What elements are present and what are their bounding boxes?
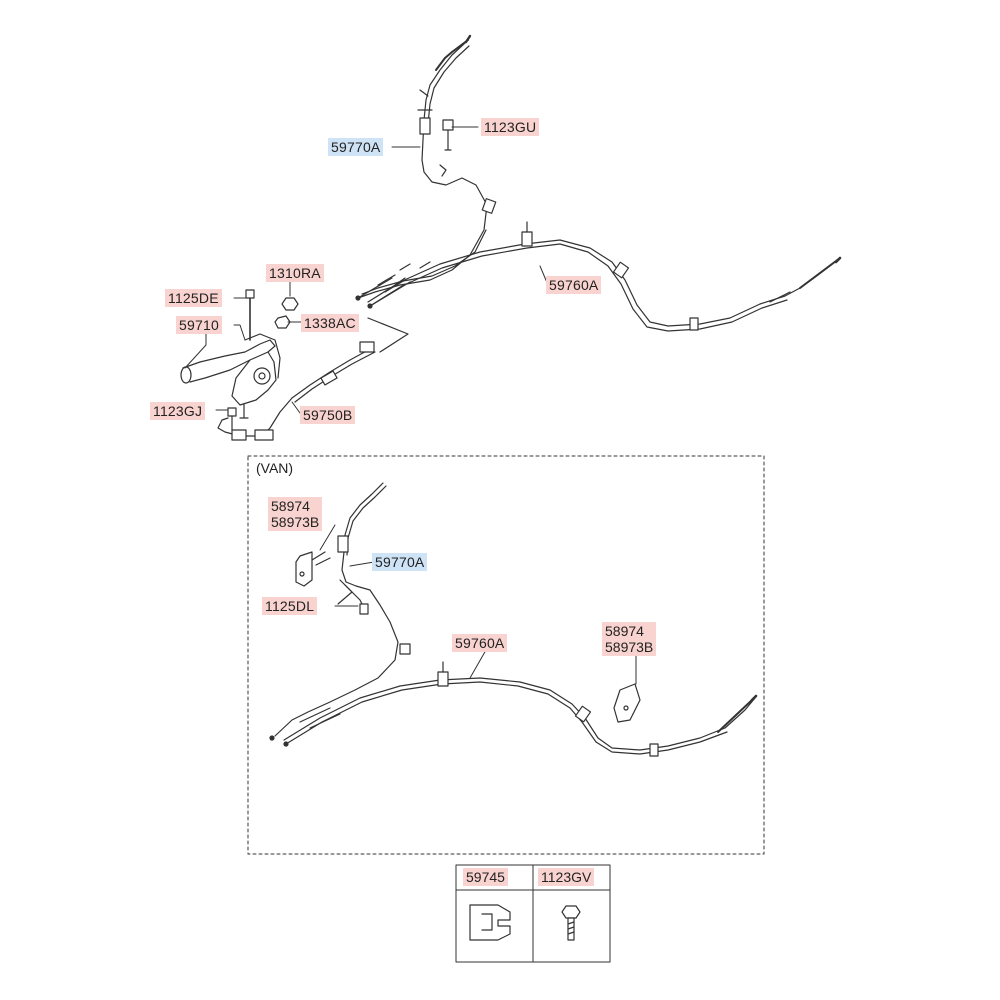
label-1310RA: 1310RA xyxy=(266,264,324,282)
bracket-58974-58973B-b xyxy=(613,683,641,723)
bolt-1125DL xyxy=(337,579,369,615)
front-cable-59770A-van xyxy=(274,482,411,737)
label-58974-58973B-a: 58974 58973B xyxy=(268,497,323,531)
label-59750B: 59750B xyxy=(300,406,356,424)
bracket-58974-58973B-a xyxy=(295,551,331,587)
lever-59710 xyxy=(180,289,281,419)
front-cable-59770A-top xyxy=(357,34,497,299)
label-58974: 58974 xyxy=(271,498,310,514)
label-59760A: 59760A xyxy=(546,276,602,294)
label-1338AC: 1338AC xyxy=(301,314,359,332)
bolt-1123GJ xyxy=(227,407,237,431)
label-58973B: 58973B xyxy=(271,514,320,530)
rear-cable-59760A-top xyxy=(367,221,842,332)
cable-59750B xyxy=(217,341,376,441)
label-58974-58973B-b: 58974 58973B xyxy=(602,622,657,656)
bolt-1123GV-icon xyxy=(561,905,581,941)
leader-lines-van xyxy=(319,524,637,685)
label-58974: 58974 xyxy=(605,623,644,639)
bolt-1123GU xyxy=(439,119,454,177)
van-caption: (VAN) xyxy=(256,460,294,476)
nut-1338AC xyxy=(274,315,291,329)
van-dashed-box xyxy=(247,455,765,855)
label-1123GJ: 1123GJ xyxy=(150,402,206,420)
label-59710: 59710 xyxy=(176,316,222,334)
label-59770A: 59770A xyxy=(328,138,384,156)
label-1123GU: 1123GU xyxy=(481,118,540,136)
label-1123GV: 1123GV xyxy=(538,868,595,886)
label-1125DE: 1125DE xyxy=(165,289,222,307)
label-59760A-van: 59760A xyxy=(452,634,508,652)
leader-lines-top xyxy=(184,126,549,414)
clip-59745-icon xyxy=(469,904,511,941)
label-59770A-van: 59770A xyxy=(372,553,428,571)
label-1125DL: 1125DL xyxy=(262,597,318,615)
cable-ends-top xyxy=(355,274,411,309)
label-58973B: 58973B xyxy=(605,639,654,655)
label-59745: 59745 xyxy=(463,868,508,886)
leader-1338AC xyxy=(367,317,409,353)
parts-box xyxy=(455,864,611,963)
nut-1310RA xyxy=(281,297,299,311)
rear-cable-59760A-van xyxy=(269,661,758,757)
